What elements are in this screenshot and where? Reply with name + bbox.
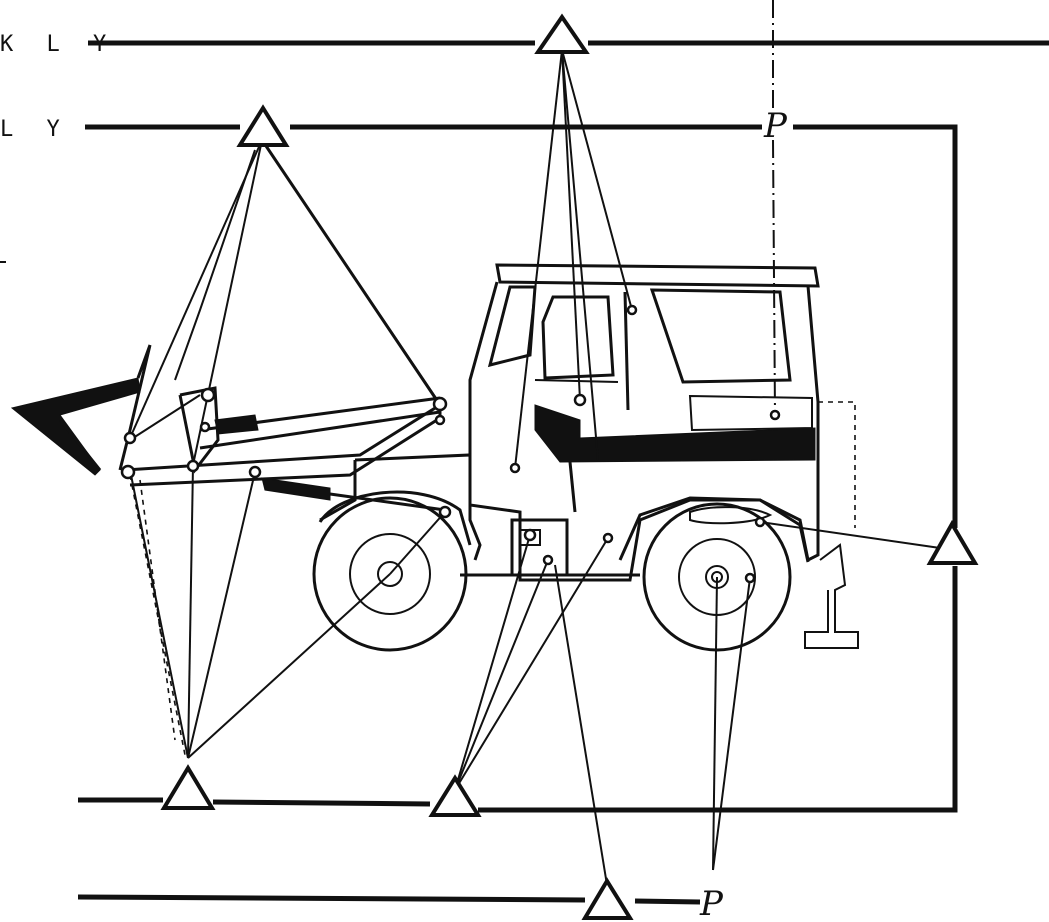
line-p-wheel (712, 576, 718, 871)
reference-line-a (174, 149, 256, 381)
pin-bucket-top (123, 431, 137, 445)
line-kly-3 (561, 49, 599, 461)
pin-tilt-mid (199, 421, 211, 433)
transmission-box (510, 518, 569, 577)
loader-assembly (10, 149, 446, 512)
label-kly: K L Y (0, 32, 116, 57)
pin-fender (754, 516, 766, 528)
line-g1-bucket (129, 469, 189, 759)
rear-dashed-outline (818, 401, 856, 528)
bucket-link (129, 394, 201, 441)
tilt-cylinder-bottom (199, 410, 441, 450)
pin-link (186, 459, 200, 473)
triangle-marker-icon (160, 764, 216, 810)
lift-rod (329, 492, 446, 512)
base-rail-left (77, 894, 586, 903)
line-ly-bucket-top (129, 139, 263, 439)
line-g1-link (187, 464, 194, 759)
triangle-marker-icon (581, 877, 634, 920)
cab-lower-edge (568, 461, 577, 513)
rear-mudguard (689, 506, 773, 525)
cab-roof (495, 263, 820, 288)
dashed-lines (129, 474, 186, 756)
pin-boom-pivot (432, 396, 448, 412)
pin-p-axis (769, 409, 781, 421)
p-axis-line-lower (772, 139, 776, 416)
label-p-lower: P (699, 884, 724, 922)
label-p-upper: P (763, 106, 788, 146)
pin-boom (248, 465, 262, 479)
pin-cab-upper (626, 304, 638, 316)
line-g2-a (454, 534, 531, 791)
line-g2-c (454, 537, 609, 791)
pin-hood (509, 462, 521, 474)
line-base-a (554, 564, 608, 886)
frame-right-lower (478, 566, 958, 813)
triangle-marker-icon (236, 104, 290, 147)
line-g2-b (454, 559, 549, 791)
triangle-marker-icon (926, 519, 979, 565)
rail-ly-right (793, 124, 958, 528)
cylinder-body (214, 414, 259, 435)
dash-bucket-ground (129, 474, 186, 756)
triangle-marker-icon (428, 774, 482, 817)
lift-cylinder (261, 477, 331, 501)
line-ly-boom-bold (260, 139, 440, 403)
rear-fender (618, 496, 810, 563)
reference-markers (160, 13, 979, 920)
line-kly-2 (561, 49, 581, 401)
label-ly: L Y (0, 117, 70, 142)
bucket-body (58, 344, 152, 471)
pin-cab-door (573, 393, 587, 407)
line-kly-4 (561, 49, 633, 311)
side-stripe (534, 404, 816, 463)
line-right-fender (759, 521, 941, 549)
boom-arm (124, 402, 442, 487)
ground-rail-mid (212, 799, 431, 807)
bucket-blade (10, 377, 141, 476)
pin-trans-c (602, 532, 614, 544)
pin-bucket-bottom (120, 464, 136, 480)
base-rail-right (634, 898, 701, 905)
pin-tilt-top (200, 387, 216, 403)
line-wheel-lift (389, 511, 446, 575)
door-sill (534, 379, 619, 383)
front-window (487, 285, 537, 368)
front-fender (318, 490, 472, 546)
line-kly-1 (514, 49, 563, 469)
dash-bucket-ground-2 (139, 479, 176, 741)
front-hub (377, 561, 403, 587)
measurement-lines (129, 49, 941, 886)
pin-rear-axle (744, 572, 756, 584)
stabilizer-foot (804, 543, 859, 649)
front-rim (349, 533, 431, 615)
hood (354, 453, 482, 561)
cab-outline (468, 281, 820, 582)
line-p-axle (712, 577, 751, 871)
pin-boom-lower (434, 414, 446, 426)
pivot-pins (120, 304, 781, 584)
triangle-marker-icon (534, 13, 590, 54)
pin-trans-b (542, 554, 554, 566)
door-pillar (623, 291, 630, 411)
line-g1-boom (187, 471, 256, 759)
pin-trans-a (523, 528, 537, 542)
machine-body (318, 263, 859, 649)
line-g1-wheel (187, 573, 391, 759)
line-ly-link (192, 139, 263, 466)
engine-panel (688, 394, 813, 432)
side-window (649, 288, 792, 384)
pin-lift-rod (438, 505, 452, 519)
